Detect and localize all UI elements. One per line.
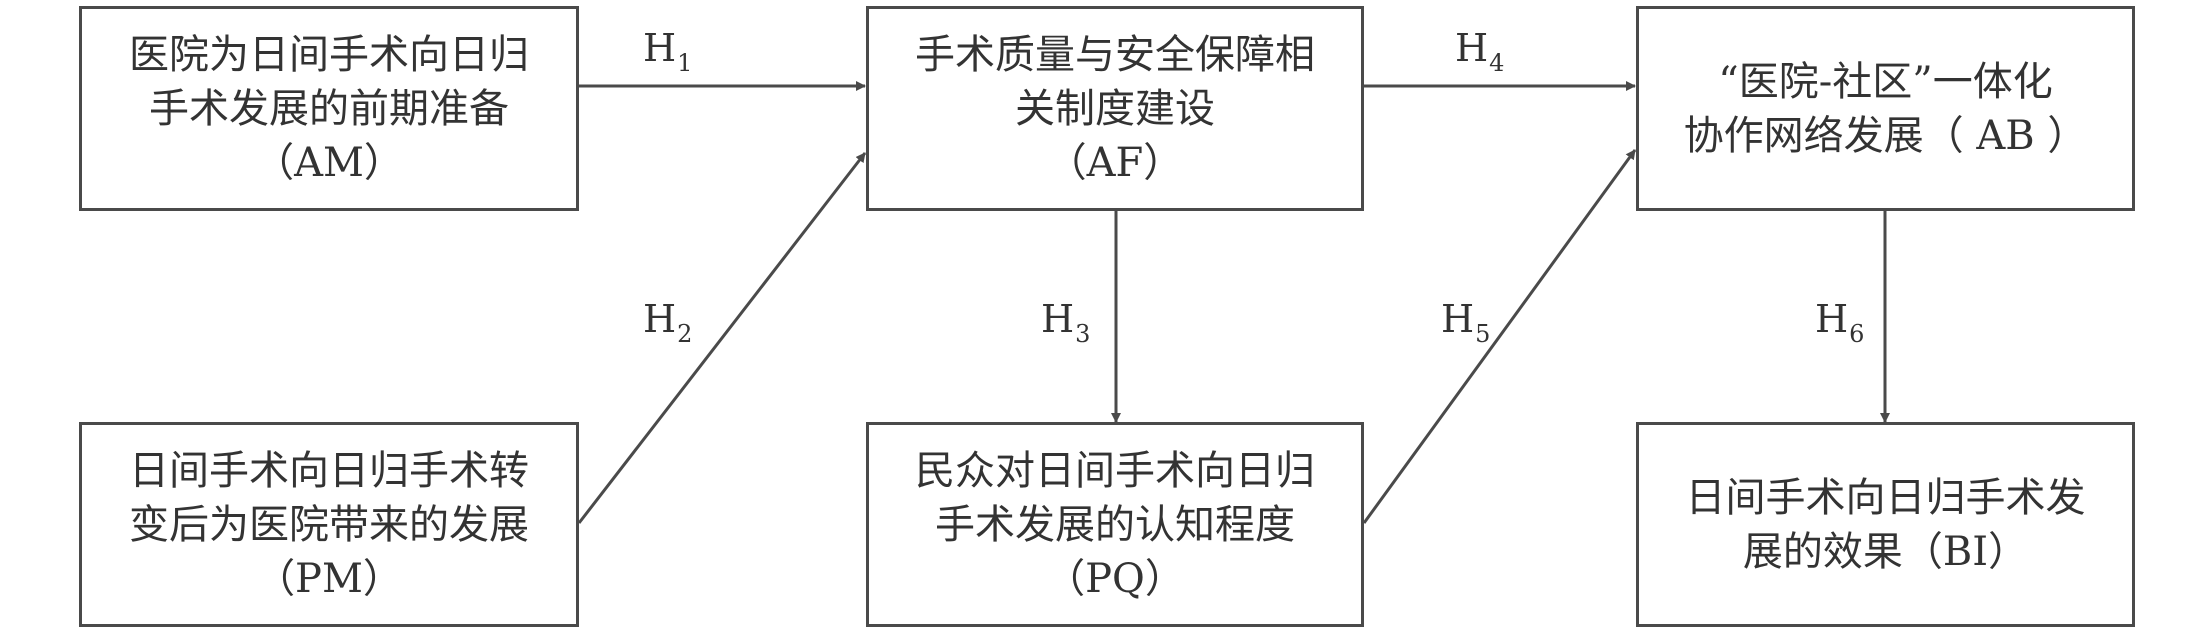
hypothesis-letter: H <box>643 297 677 341</box>
hypothesis-letter: H <box>1041 297 1075 341</box>
node-am-line-1: 医院为日间手术向日归 <box>129 31 529 78</box>
node-af-line-1: 手术质量与安全保障相 <box>915 31 1315 78</box>
hypothesis-subscript: 6 <box>1849 320 1865 348</box>
node-pq-line-1: 民众对日间手术向日归 <box>915 447 1315 494</box>
node-ab-line-1: “医院-社区”一体化 <box>1718 58 2053 105</box>
hypothesis-subscript: 2 <box>677 320 693 348</box>
hypothesis-label-h3: H3 <box>1041 297 1090 348</box>
node-pq-line-3: （PQ） <box>1045 555 1185 602</box>
node-bi-line-2: 展的效果（BI） <box>1742 528 2029 575</box>
node-af: 手术质量与安全保障相 关制度建设 （AF） <box>866 6 1364 211</box>
node-bi-line-1: 日间手术向日归手术发 <box>1685 474 2086 521</box>
hypothesis-letter: H <box>1441 297 1475 341</box>
hypothesis-letter: H <box>643 26 677 70</box>
hypothesis-label-h5: H5 <box>1441 297 1490 348</box>
node-pm-line-2: 变后为医院带来的发展 <box>129 501 529 548</box>
node-am: 医院为日间手术向日归 手术发展的前期准备 （AM） <box>79 6 579 211</box>
node-af-line-3: （AF） <box>1046 139 1184 186</box>
node-af-line-2: 关制度建设 <box>1015 85 1215 132</box>
node-pq: 民众对日间手术向日归 手术发展的认知程度 （PQ） <box>866 422 1364 627</box>
hypothesis-letter: H <box>1455 26 1489 70</box>
hypothesis-label-h6: H6 <box>1815 297 1864 348</box>
hypothesis-subscript: 4 <box>1489 49 1505 77</box>
node-bi: 日间手术向日归手术发 展的效果（BI） <box>1636 422 2135 627</box>
node-pm-line-3: （PM） <box>255 555 403 602</box>
hypothesis-label-h4: H4 <box>1455 26 1504 77</box>
hypothesis-subscript: 5 <box>1475 320 1491 348</box>
node-pm-line-1: 日间手术向日归手术转 <box>129 447 529 494</box>
edge-pm-af <box>577 152 867 524</box>
hypothesis-letter: H <box>1815 297 1849 341</box>
node-am-line-2: 手术发展的前期准备 <box>149 85 509 132</box>
hypothesis-label-h2: H2 <box>643 297 692 348</box>
node-am-line-3: （AM） <box>254 139 404 186</box>
node-ab-line-2: 协作网络发展（ AB ） <box>1683 112 2088 159</box>
node-pm: 日间手术向日归手术转 变后为医院带来的发展 （PM） <box>79 422 579 627</box>
edge-pq-ab <box>1362 149 1637 524</box>
node-pq-line-2: 手术发展的认知程度 <box>935 501 1295 548</box>
hypothesis-label-h1: H1 <box>643 26 692 77</box>
node-ab: “医院-社区”一体化 协作网络发展（ AB ） <box>1636 6 2135 211</box>
hypothesis-subscript: 1 <box>677 49 693 77</box>
hypothesis-subscript: 3 <box>1075 320 1091 348</box>
